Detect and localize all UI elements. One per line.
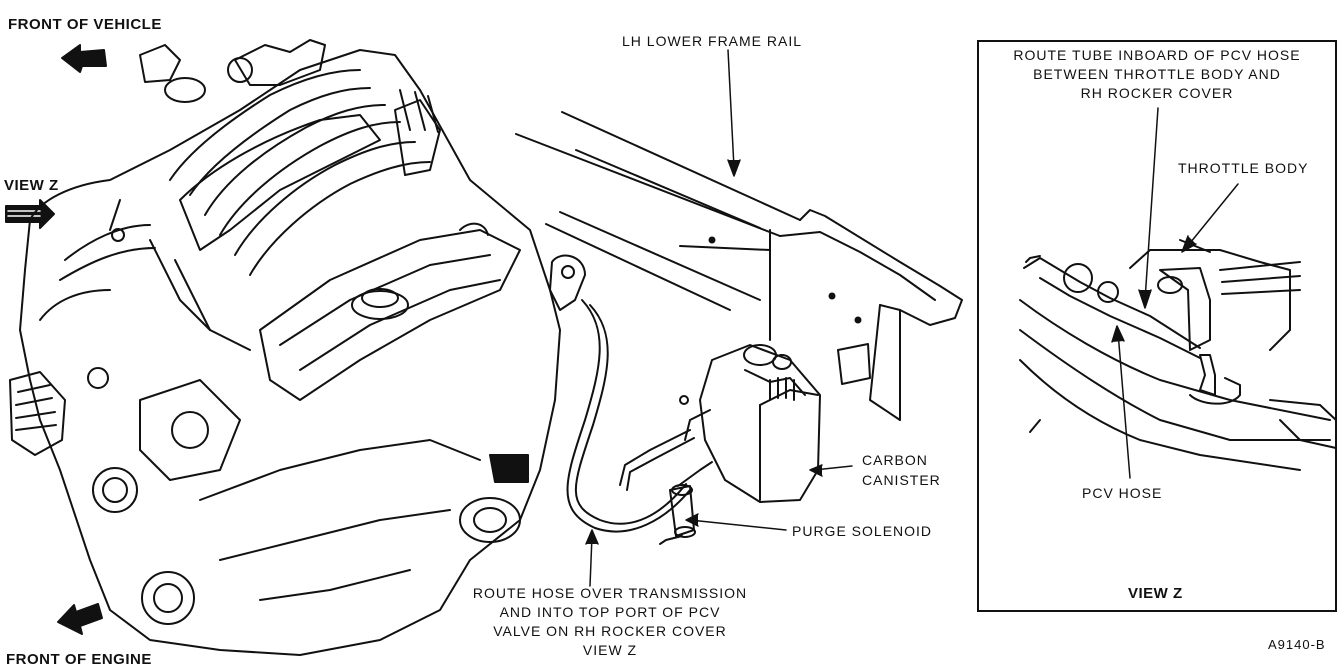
route-hose-note-line3: VALVE ON RH ROCKER COVER: [493, 623, 727, 639]
inset-leader-lines: [1111, 107, 1239, 479]
front-of-engine-label: FRONT OF ENGINE: [6, 651, 152, 668]
inset-route-tube-line1: ROUTE TUBE INBOARD OF PCV HOSE: [1013, 47, 1301, 63]
carbon-canister-label-line1: CARBON: [862, 452, 928, 468]
purge-solenoid-label: PURGE SOLENOID: [792, 523, 933, 539]
carbon-canister-label-line2: CANISTER: [862, 472, 941, 488]
route-hose-note-line2: AND INTO TOP PORT OF PCV: [499, 604, 721, 620]
lh-lower-frame-rail: [515, 111, 963, 421]
route-hose-note: ROUTE HOSE OVER TRANSMISSION AND INTO TO…: [448, 584, 772, 660]
figure-id: A9140-B: [1268, 637, 1326, 652]
purge-solenoid: [659, 461, 713, 545]
carbon-canister: [619, 229, 821, 503]
front-of-vehicle-label: FRONT OF VEHICLE: [8, 16, 162, 33]
view-z-inset: [977, 40, 1337, 612]
lh-lower-frame-rail-label: LH LOWER FRAME RAIL: [622, 33, 803, 49]
pcv-hose-route: [566, 299, 691, 533]
engine-illustration: [9, 39, 586, 656]
carbon-canister-label: CARBON CANISTER: [862, 450, 941, 490]
inset-route-tube-note: ROUTE TUBE INBOARD OF PCV HOSE BETWEEN T…: [980, 46, 1334, 103]
inset-view-z-drawing: [1019, 239, 1337, 471]
front-of-engine-arrow-icon: [57, 603, 103, 635]
view-z-left-label: VIEW Z: [4, 177, 59, 194]
inset-view-z-label: VIEW Z: [1128, 585, 1183, 602]
route-hose-note-line1: ROUTE HOSE OVER TRANSMISSION: [472, 585, 748, 601]
inset-route-tube-line3: RH ROCKER COVER: [1080, 85, 1234, 101]
front-of-vehicle-arrow-icon: [61, 44, 107, 73]
leader-lines: [585, 49, 853, 587]
inset-throttle-body-label: THROTTLE BODY: [1178, 160, 1309, 176]
view-z-arrow-icon: [5, 199, 55, 229]
inset-route-tube-line2: BETWEEN THROTTLE BODY AND: [1033, 66, 1281, 82]
route-hose-note-line4: VIEW Z: [582, 642, 638, 658]
inset-pcv-hose-label: PCV HOSE: [1082, 485, 1163, 501]
